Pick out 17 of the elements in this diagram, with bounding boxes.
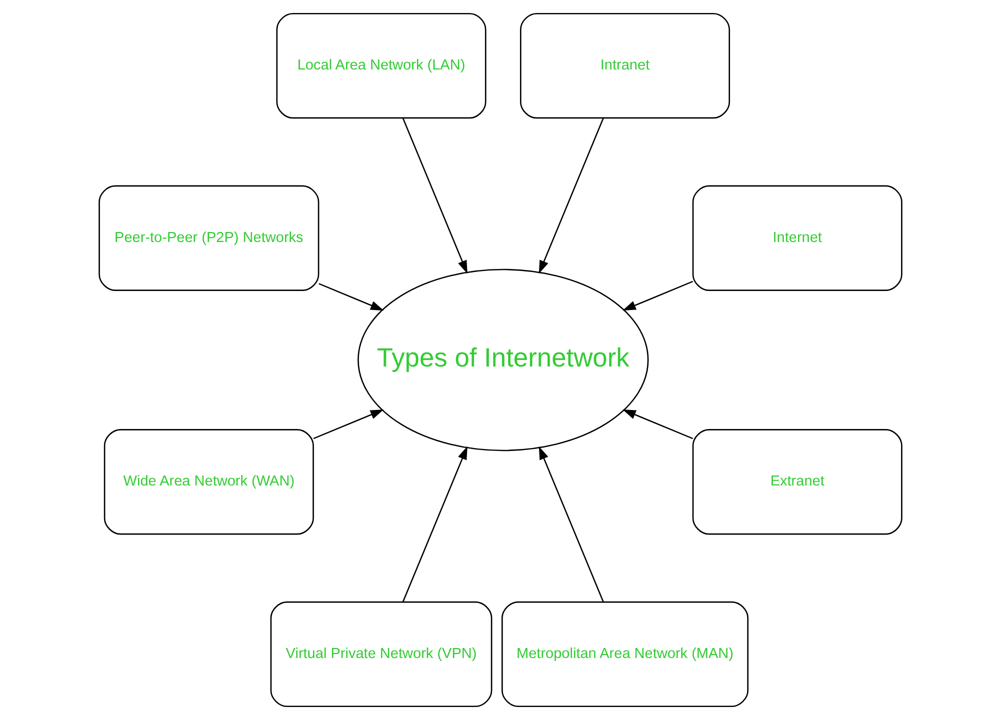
arrow bbox=[402, 446, 467, 602]
node-box: Virtual Private Network (VPN) bbox=[270, 601, 492, 708]
arrow bbox=[538, 446, 604, 602]
node-box: Intranet bbox=[520, 12, 730, 119]
node-box: Extranet bbox=[692, 429, 902, 535]
arrow bbox=[312, 409, 384, 440]
arrow bbox=[622, 280, 693, 311]
arrow bbox=[538, 118, 604, 274]
arrow bbox=[318, 283, 384, 311]
node-box: Metropolitan Area Network (MAN) bbox=[501, 601, 748, 708]
arrow bbox=[402, 118, 467, 274]
node-box: Local Area Network (LAN) bbox=[276, 12, 486, 119]
node-box: Internet bbox=[692, 185, 902, 291]
arrow bbox=[622, 409, 693, 440]
node-box: Wide Area Network (WAN) bbox=[103, 429, 314, 535]
node-box: Peer-to-Peer (P2P) Networks bbox=[98, 185, 319, 291]
node-ellipse: Types of Internetwork bbox=[357, 268, 648, 452]
